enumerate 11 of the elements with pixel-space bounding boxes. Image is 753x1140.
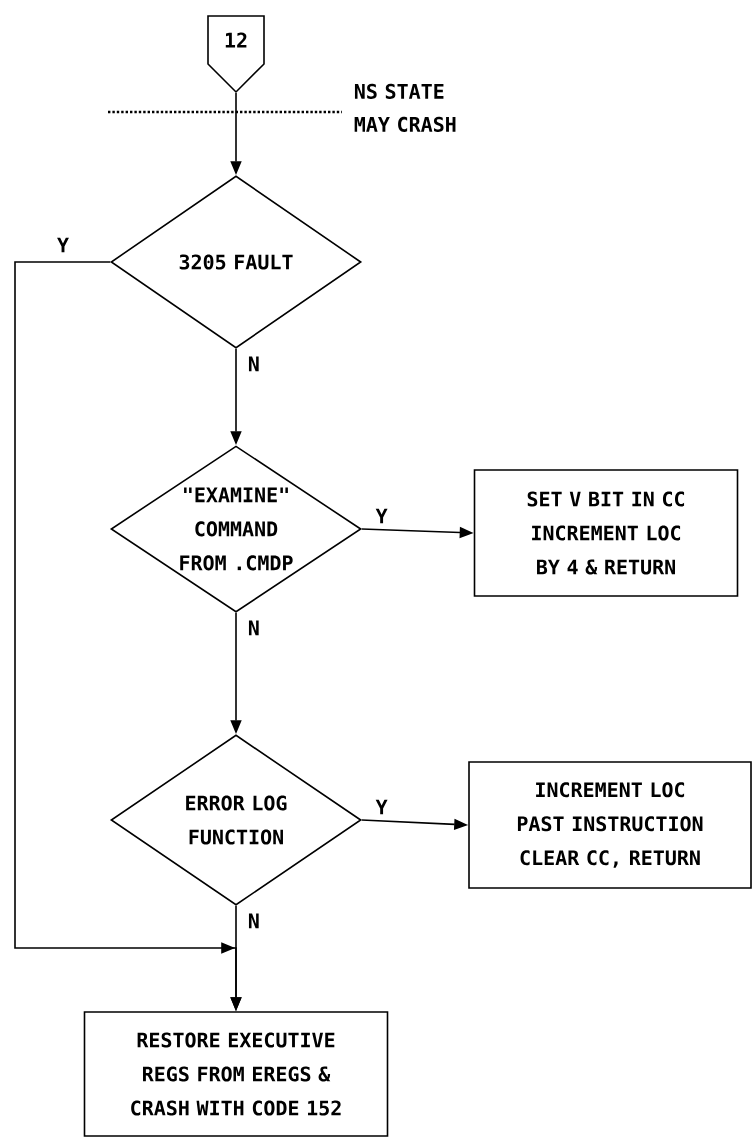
edge-label: Y <box>374 507 389 525</box>
process-box: RESTORE EXECUTIVE REGS FROM EREGS & CRASH WITH CODE 152 <box>83 1011 389 1137</box>
note-text: NS STATE MAY CRASH <box>354 83 456 132</box>
edge-label: Y <box>56 236 70 254</box>
off-page-connector: 12 <box>207 15 265 94</box>
edge-label: Y <box>374 798 389 816</box>
process-box: INCREMENT LOC PAST INSTRUCTION CLEAR CC, RETURN <box>468 761 752 889</box>
edge-label: N <box>246 912 261 930</box>
edge-label: N <box>246 619 261 637</box>
process-box: SET V BIT IN CC INCREMENT LOC BY 4 & RETURN <box>473 469 739 597</box>
edge-label: N <box>246 355 261 373</box>
